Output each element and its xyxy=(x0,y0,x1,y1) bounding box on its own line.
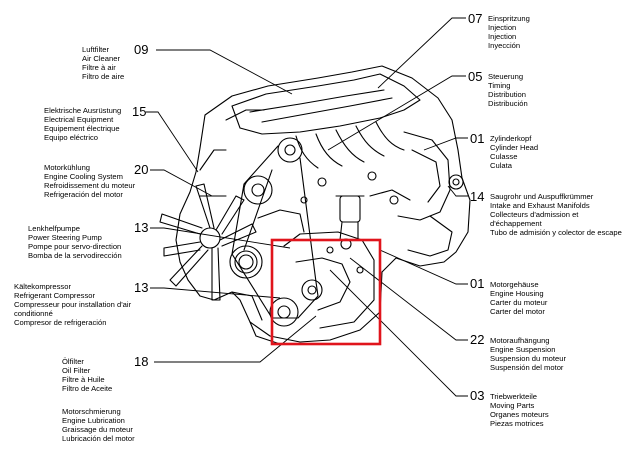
callout-number-electrical: 15 xyxy=(132,104,147,119)
callout-number-moving-parts: 03 xyxy=(470,388,485,403)
leader-engine-suspension xyxy=(349,257,468,341)
leader-engine-housing xyxy=(379,249,468,285)
leader-power-steering xyxy=(150,227,291,249)
callout-number-injection: 07 xyxy=(468,11,483,26)
leader-oil-filter xyxy=(154,315,317,363)
leader-air-cleaner xyxy=(156,49,293,95)
callout-number-manifolds: 14 xyxy=(470,189,485,204)
fan-hub xyxy=(199,227,221,249)
leader-cylinder-head xyxy=(423,137,468,151)
leader-injection xyxy=(377,17,466,89)
callout-number-timing: 05 xyxy=(468,69,483,84)
engine-block-outline xyxy=(175,65,471,343)
callout-number-power-steering: 13 xyxy=(134,220,149,235)
valve-cover xyxy=(231,73,421,135)
leader-moving-parts xyxy=(329,269,468,397)
highlight-frame xyxy=(270,238,382,346)
leader-refrigerant xyxy=(150,287,281,299)
callout-number-air-cleaner: 09 xyxy=(134,42,149,57)
callout-number-engine-suspension: 22 xyxy=(470,332,485,347)
callout-number-refrigerant: 13 xyxy=(134,280,149,295)
leader-cooling xyxy=(150,169,213,197)
leader-timing xyxy=(327,75,466,151)
callout-number-oil-filter: 18 xyxy=(134,354,149,369)
leader-manifolds xyxy=(447,185,468,197)
callout-number-cylinder-head: 01 xyxy=(470,131,485,146)
callout-number-cooling: 20 xyxy=(134,162,149,177)
leader-electrical xyxy=(146,111,199,173)
callout-number-engine-housing: 01 xyxy=(470,276,485,291)
